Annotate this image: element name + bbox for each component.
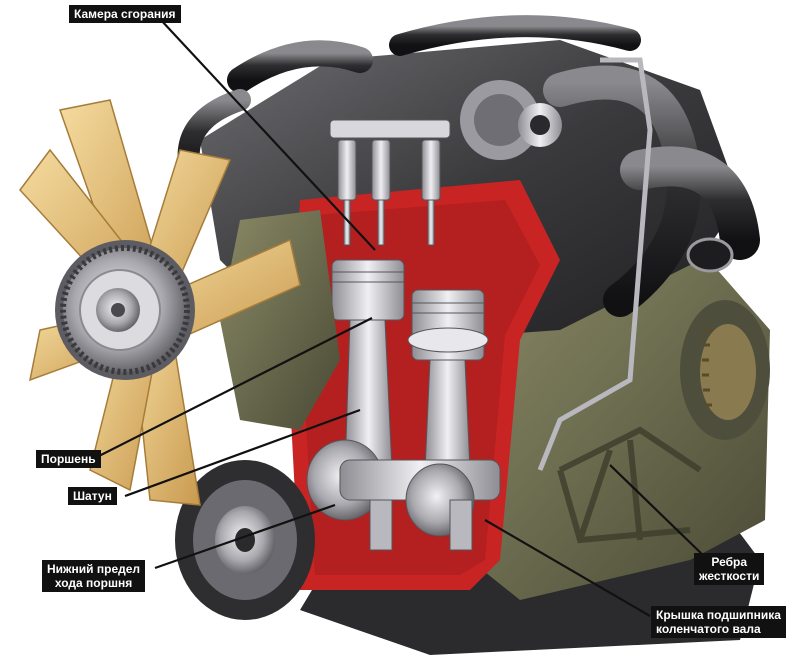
label-piston: Поршень [36, 450, 101, 468]
label-stiffening-ribs: Ребра жесткости [694, 553, 765, 585]
turbocharger [460, 80, 562, 160]
leader-bearing-cap [484, 519, 651, 617]
label-bottom-dead-center: Нижний предел хода поршня [42, 560, 146, 592]
pistons [331, 259, 489, 361]
leader-ribs [609, 464, 707, 559]
leader-connecting-rod [124, 408, 361, 498]
label-bdc-line1: Нижний предел [47, 562, 141, 576]
label-connecting-rod: Шатун [68, 487, 117, 505]
crankshaft [306, 439, 501, 551]
label-bearing-cap-line2: коленчатого вала [656, 622, 761, 636]
label-ribs-line1: Ребра [711, 555, 747, 569]
label-combustion-chamber: Камера сгорания [69, 5, 181, 23]
leader-bdc [154, 503, 336, 570]
fan-hub [55, 240, 195, 380]
leader-lines [94, 18, 707, 617]
label-ribs-line2: жесткости [699, 569, 760, 583]
label-bearing-cap-line1: Крышка подшипника [656, 608, 781, 622]
label-crankshaft-bearing-cap: Крышка подшипника коленчатого вала [651, 606, 786, 638]
label-bdc-line2: хода поршня [54, 576, 133, 590]
leader-piston [94, 317, 373, 459]
connecting-rods [344, 319, 471, 471]
valves [329, 119, 451, 246]
flywheel-housing [680, 300, 770, 440]
leader-combustion-chamber [159, 18, 376, 251]
intake-pipes [177, 15, 760, 471]
